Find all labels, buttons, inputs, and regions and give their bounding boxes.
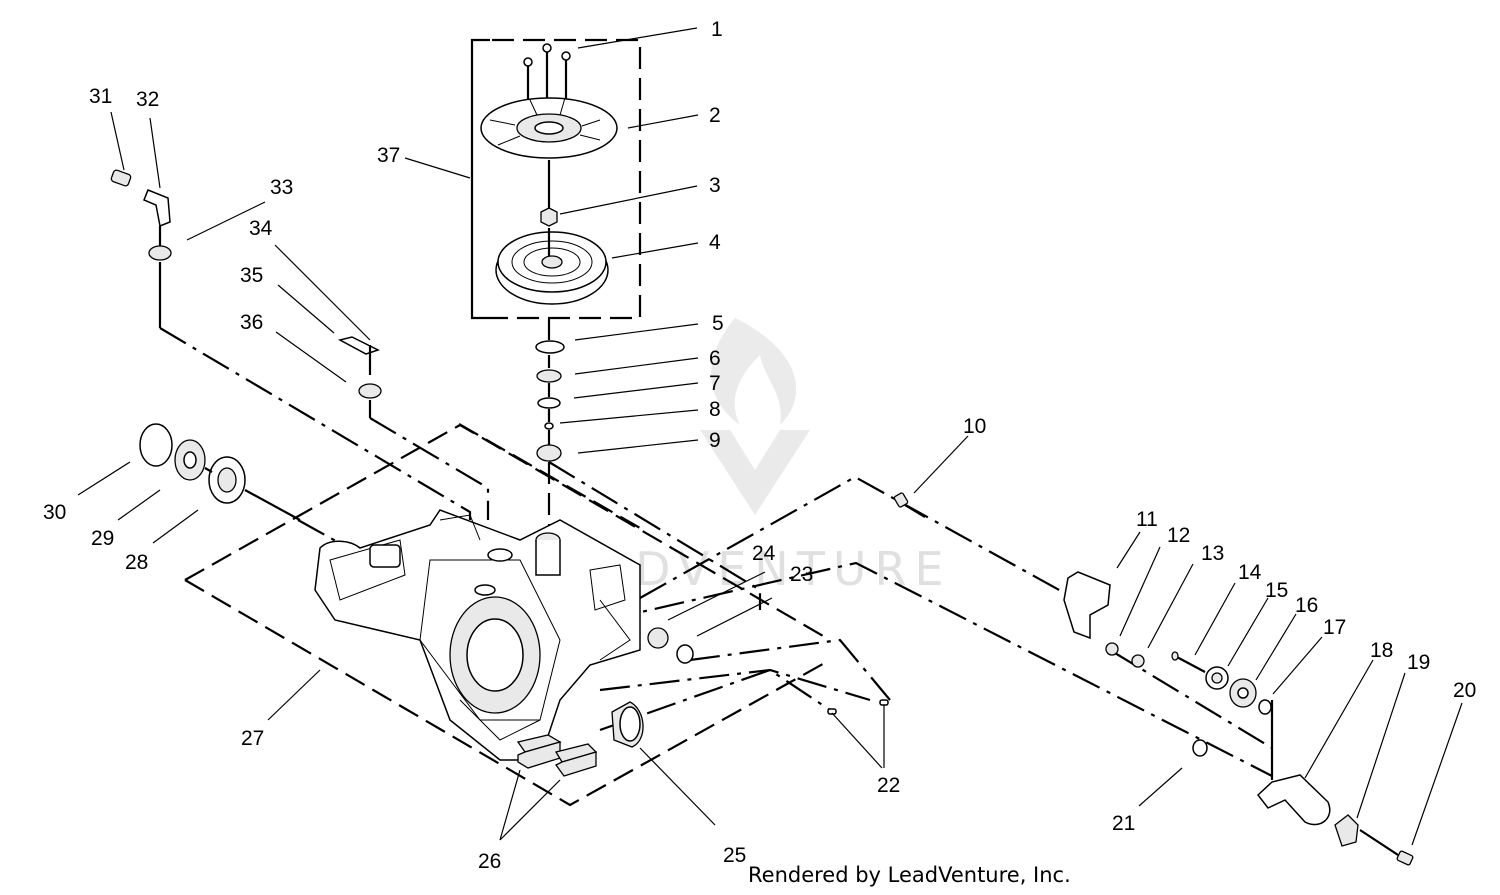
callout-25: 25 [723,844,746,867]
callout-5: 5 [712,312,724,335]
render-credit: Rendered by LeadVenture, Inc. [748,863,1071,887]
control-bracket [1063,571,1111,640]
callout-1: 1 [711,18,723,41]
callout-10: 10 [963,415,986,438]
dowel-pins [827,699,889,715]
callout-26: 26 [478,850,501,873]
callout-20: 20 [1453,679,1476,702]
control-arm [1256,774,1331,826]
axle-sleeve [611,701,644,748]
pivot-bushing [647,627,669,649]
spacer-washer [537,397,561,409]
breather-fittings [110,169,172,328]
callout-8: 8 [709,398,721,421]
washer-12 [1105,642,1119,656]
callout-leaders [77,27,1463,846]
drive-pulley [495,228,609,305]
arm-bolt [1359,829,1414,866]
callout-27: 27 [241,727,264,750]
callout-7: 7 [709,372,721,395]
callout-17: 17 [1323,616,1346,639]
callout-29: 29 [91,527,114,550]
callout-18: 18 [1370,639,1393,662]
callout-3: 3 [709,174,721,197]
callout-37: 37 [377,144,400,167]
callout-28: 28 [125,551,148,574]
callout-19: 19 [1407,651,1430,674]
callout-35: 35 [240,264,263,287]
callout-23: 23 [790,563,813,586]
callout-33: 33 [270,176,293,199]
pivot-washer [676,644,694,664]
callout-12: 12 [1167,524,1190,547]
lever-hardware [1171,651,1272,715]
transaxle-housing [314,509,641,761]
callout-13: 13 [1201,542,1224,565]
callout-30: 30 [43,501,66,524]
callout-34: 34 [249,217,273,240]
nut-13 [1131,654,1145,668]
bearing-washer [536,369,562,383]
callout-numbers: 1 2 3 4 5 6 7 8 9 10 11 12 13 14 15 16 1… [43,18,1476,873]
callout-32: 32 [136,88,159,111]
callout-14: 14 [1238,561,1262,584]
o-ring [544,422,554,430]
control-bolt [893,492,926,518]
callout-16: 16 [1295,594,1318,617]
callout-6: 6 [709,347,721,370]
brake-shoes [516,734,598,777]
callout-22: 22 [877,774,900,797]
callout-21: 21 [1112,812,1135,835]
callout-9: 9 [709,429,721,452]
callout-2: 2 [709,104,721,127]
callout-24: 24 [752,542,776,565]
retaining-ring [535,340,565,354]
callout-31: 31 [89,85,112,108]
callout-15: 15 [1265,579,1288,602]
spring-washer [1192,739,1208,757]
callout-36: 36 [240,311,263,334]
shaft-seal [536,444,562,462]
cooling-fan [480,97,618,210]
housing-bracket [184,423,831,807]
callout-11: 11 [1136,508,1158,531]
pulley-group-bracket [470,38,642,320]
axle-bearings [139,423,301,521]
pulley-nut [540,207,558,227]
callout-4: 4 [709,231,721,254]
filter-bracket [337,336,382,418]
arm-block [1334,814,1359,847]
